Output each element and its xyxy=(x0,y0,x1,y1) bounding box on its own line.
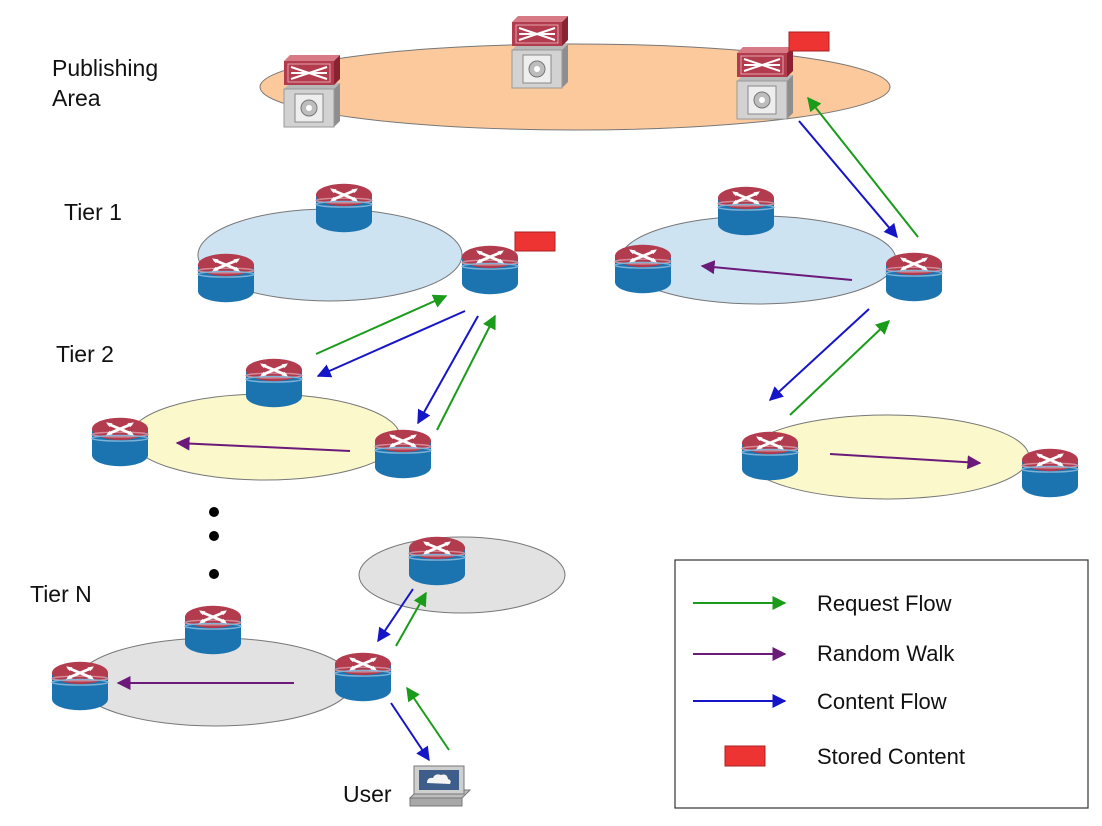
router-icon xyxy=(314,182,374,234)
request-flow-arrow xyxy=(406,686,450,751)
content-flow-arrow xyxy=(417,315,479,425)
publishing-area-label: Publishing xyxy=(52,55,158,81)
router-icon xyxy=(50,660,110,712)
server-icon xyxy=(282,53,342,129)
content-flow-arrow xyxy=(798,120,898,239)
legend-random-walk-label: Random Walk xyxy=(817,641,955,666)
publishing-area xyxy=(259,43,891,131)
router-icon xyxy=(244,357,304,409)
router-icon xyxy=(884,251,944,303)
tierN-label: Tier N xyxy=(30,581,92,607)
random-walk-arrow xyxy=(175,436,351,452)
ellipsis-dot xyxy=(209,531,219,541)
legend-request-flow-label: Request Flow xyxy=(817,591,952,616)
request-flow-arrow xyxy=(789,320,891,416)
router-icon xyxy=(716,185,776,237)
publishing-area-label: Area xyxy=(52,85,101,111)
legend-content-flow-label: Content Flow xyxy=(817,689,947,714)
router-icon xyxy=(183,604,243,656)
ellipsis-dot xyxy=(209,569,219,579)
computer-icon xyxy=(408,765,472,807)
stored-content-marker xyxy=(788,31,830,52)
router-icon xyxy=(196,252,256,304)
legend-box xyxy=(674,559,1089,809)
tier2-label: Tier 2 xyxy=(56,341,114,367)
ellipsis-dot xyxy=(209,507,219,517)
router-icon xyxy=(613,243,673,295)
legend-stored-content-swatch xyxy=(724,745,766,767)
stored-content-marker xyxy=(514,231,556,252)
request-flow-arrow xyxy=(315,294,448,355)
legend-stored-content-label: Stored Content xyxy=(817,744,965,769)
router-icon xyxy=(407,535,467,587)
tier1-label: Tier 1 xyxy=(64,199,122,225)
legend: Request Flow Random Walk Content Flow St… xyxy=(674,559,1089,809)
router-icon xyxy=(1020,447,1080,499)
request-flow-arrow xyxy=(395,591,427,647)
content-flow-arrow xyxy=(316,310,466,378)
router-icon xyxy=(740,430,800,482)
router-icon xyxy=(333,651,393,703)
router-icon xyxy=(373,428,433,480)
router-icon xyxy=(90,416,150,468)
request-flow-arrow xyxy=(436,314,496,431)
random-walk-arrow xyxy=(829,453,982,470)
random-walk-arrow xyxy=(700,260,853,281)
router-icon xyxy=(460,244,520,296)
content-flow-arrow xyxy=(377,588,414,643)
content-flow-arrow xyxy=(390,702,430,762)
tier2-area-left xyxy=(129,393,401,481)
user-label: User xyxy=(343,781,392,807)
server-icon xyxy=(510,14,570,90)
request-flow-arrow xyxy=(807,96,919,238)
server-icon xyxy=(735,45,795,121)
content-flow-arrow xyxy=(768,308,870,401)
